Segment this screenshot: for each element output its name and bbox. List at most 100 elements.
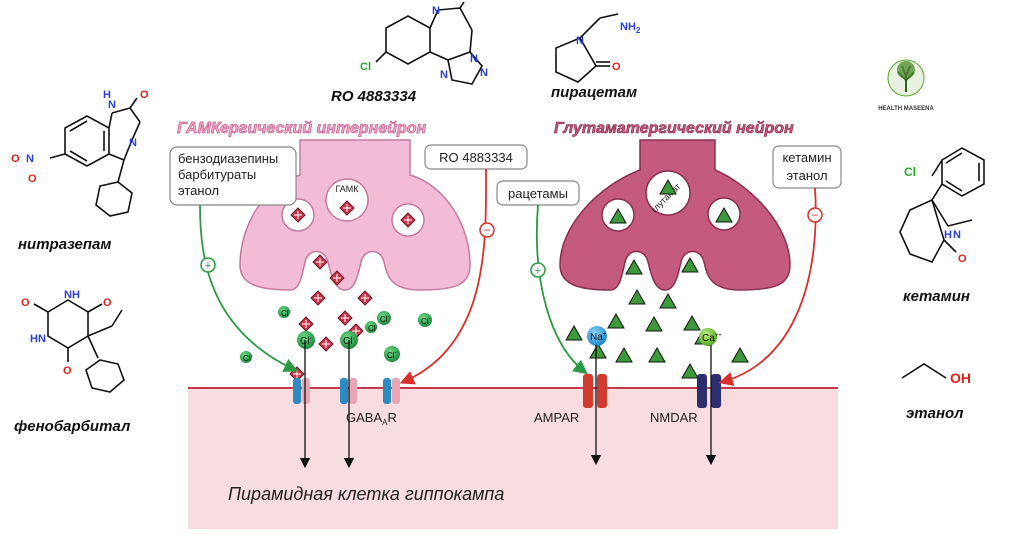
nmda-receptor-label: NMDAR <box>650 410 698 425</box>
gaba-molecule <box>318 336 334 352</box>
benzo-box <box>169 146 297 206</box>
phenobarbital-label: фенобарбитал <box>14 418 131 435</box>
health-maseena-logo: HEALTH MASEENA <box>878 59 934 112</box>
cl-ion: Cl- <box>377 311 391 325</box>
plus-sign-icon <box>530 262 546 278</box>
minus-sign-text: − <box>811 208 818 222</box>
nitrazepam-atom: H <box>103 89 111 101</box>
ethanol-atom: OH <box>950 370 971 386</box>
ro-box <box>424 144 528 170</box>
phenobarbital-atom: NH <box>64 289 80 301</box>
glutamate-molecules <box>565 178 749 379</box>
glutamate-molecule <box>615 346 633 363</box>
gaba-molecule <box>337 310 353 326</box>
ketamine-atom: H <box>944 229 952 241</box>
svg-text:Cl-: Cl- <box>300 336 311 347</box>
benzo-line: барбитураты <box>178 167 256 182</box>
cl-ion: Cl- <box>418 313 432 327</box>
svg-text:Cl-: Cl- <box>421 316 431 326</box>
ro-label: RO 4883334 <box>331 88 417 105</box>
ro-atom: Cl <box>360 61 371 73</box>
phenobarbital-atom: O <box>63 365 72 377</box>
ketamine-box <box>772 145 842 189</box>
ro-atom: N <box>470 53 478 65</box>
racetam-box-label: рацетамы <box>508 186 568 201</box>
svg-text:Cl-: Cl- <box>380 314 390 324</box>
glutamate-molecule <box>609 207 627 224</box>
gaba-molecule <box>290 207 306 223</box>
phenobarbital-atom: O <box>21 297 30 309</box>
piracetam-structure <box>555 13 619 83</box>
phenobarbital-structure <box>33 299 125 393</box>
minus-sign-icon <box>479 222 495 238</box>
minus-sign-text: − <box>483 223 490 237</box>
nitrazepam-atom: N <box>129 137 137 149</box>
glutamate-molecule <box>659 292 677 309</box>
ro-box-label: RO 4883334 <box>439 150 513 165</box>
gaba-molecules <box>289 200 416 382</box>
piracetam-atom: N <box>576 35 584 47</box>
gaba-molecule <box>357 290 373 306</box>
ampa-receptor-label: AMPAR <box>534 410 579 425</box>
gaba-molecule <box>310 290 326 306</box>
ketamine-atom: Cl <box>904 165 916 179</box>
benzo-positive-arrow <box>199 204 299 372</box>
glutamate-molecule <box>565 324 583 341</box>
nmda-receptor <box>697 374 721 408</box>
ketamine-atom: O <box>958 253 967 265</box>
svg-text:Cl-: Cl- <box>387 350 397 360</box>
phenobarbital-atom: HN <box>30 333 46 345</box>
ethanol-label: этанол <box>906 405 964 422</box>
ket-line: этанол <box>786 168 827 183</box>
glutamate-molecule <box>681 256 699 273</box>
gaba-vesicle-label: ГАМК <box>335 184 359 194</box>
pyramidal-cell-body <box>188 388 838 529</box>
phenobarbital-atom: O <box>103 297 112 309</box>
gaba-molecule <box>329 270 345 286</box>
gaba-molecule <box>298 316 314 332</box>
benzo-line: бензодиазепины <box>178 151 278 166</box>
glutamate-molecule <box>628 288 646 305</box>
plus-sign-icon <box>200 257 216 273</box>
nitrazepam-atom: N <box>108 99 116 111</box>
glutamate-molecule <box>715 206 733 223</box>
nitrazepam-atom: O <box>11 153 20 165</box>
na-ion: Na+ <box>587 326 607 346</box>
glutamate-molecule <box>648 346 666 363</box>
nitrazepam-atom: O <box>28 173 37 185</box>
ca-ion: Ca++ <box>699 328 722 346</box>
ro-atom: N <box>480 67 488 79</box>
glutamate-molecule <box>731 346 749 363</box>
gaba-neuron-title: ГАМКергический интернейрон <box>177 120 427 137</box>
glutamate-molecule <box>625 258 643 275</box>
svg-text:Ca++: Ca++ <box>702 333 722 344</box>
nitrazepam-structure <box>49 97 141 217</box>
ketamine-structure <box>899 147 985 263</box>
svg-text:Cl-: Cl- <box>243 353 253 363</box>
glutamate-molecule <box>645 315 663 332</box>
ketamine-atom: N <box>953 229 961 241</box>
svg-text:Na+: Na+ <box>590 332 607 343</box>
plus-sign-text: + <box>535 265 541 277</box>
cl-ion: Cl- <box>384 346 400 362</box>
gaba-receptor-label: GABAAR <box>346 410 397 427</box>
minus-sign-icon <box>807 207 823 223</box>
svg-text:Cl-: Cl- <box>368 323 378 333</box>
piracetam-atom: O <box>612 61 621 73</box>
ampa-receptor <box>583 374 607 408</box>
cl-ion: Cl- <box>278 306 291 318</box>
gaba-a-receptor <box>293 378 400 404</box>
gaba-molecule <box>312 254 328 270</box>
nitrazepam-atom: N <box>26 153 34 165</box>
ro-structure <box>375 1 483 85</box>
ro-atom: N <box>432 5 440 17</box>
plus-sign-text: + <box>205 260 211 272</box>
svg-text:Cl-: Cl- <box>281 308 291 318</box>
cl-ion: Cl- <box>240 351 253 363</box>
cell-label: Пирамидная клетка гиппокампа <box>228 484 504 504</box>
glutamate-molecule <box>659 178 677 195</box>
gaba-molecule <box>400 212 416 228</box>
glutamate-molecule <box>681 362 699 379</box>
